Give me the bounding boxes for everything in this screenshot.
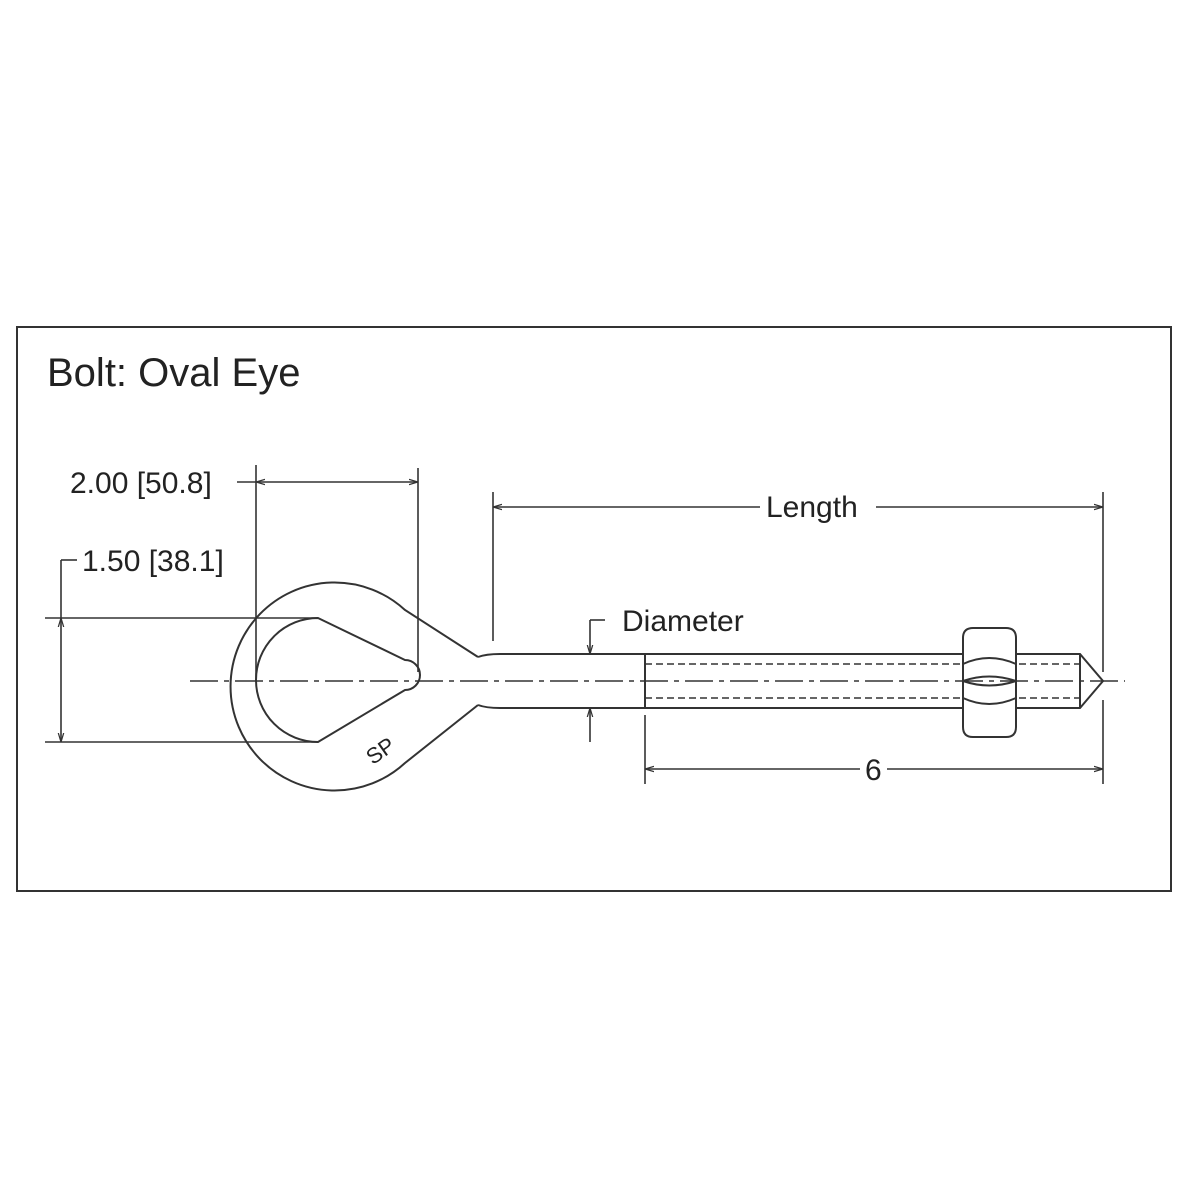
thread-length-label: 6 (865, 754, 882, 787)
diameter-dimension (590, 619, 605, 742)
length-dimension (492, 492, 1104, 672)
drawing-frame (16, 326, 1172, 892)
shank-bottom-edge (477, 704, 1018, 709)
shank-top-edge (477, 653, 1018, 658)
length-label: Length (766, 491, 858, 524)
hex-nut (962, 627, 1017, 738)
manufacturer-mark: SP (361, 732, 399, 769)
eye-length-label: 2.00 [50.8] (70, 467, 212, 500)
eye-inner-outline (255, 616, 421, 744)
diameter-label: Diameter (622, 605, 744, 638)
eye-width-label: 1.50 [38.1] (82, 545, 224, 578)
drawing-title: Bolt: Oval Eye (47, 351, 300, 395)
thread-hidden-lines (645, 663, 1080, 699)
thread-length-dimension (644, 700, 1104, 784)
eye-width-dimension (45, 559, 318, 743)
eye-length-dimension (237, 465, 419, 681)
eye-outer-outline (229, 581, 479, 792)
